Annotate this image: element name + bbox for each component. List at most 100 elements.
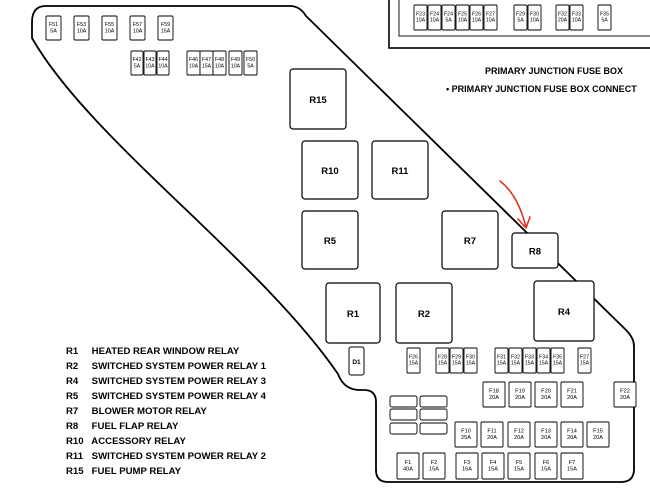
mini-fuse-b-3-amp: 10A bbox=[231, 63, 241, 69]
legend-row: R5 SWITCHED SYSTEM POWER RELAY 4 bbox=[66, 389, 266, 404]
fuse-row2-4-id: F22 bbox=[620, 389, 630, 395]
fuse-row1-8 bbox=[550, 347, 565, 374]
top-fuse-4-amp: 15A bbox=[161, 28, 171, 34]
fuse-row2-2-amp: 20A bbox=[541, 395, 551, 401]
fuse-row4-6 bbox=[560, 452, 584, 480]
primary-fuse-0 bbox=[413, 4, 428, 31]
fuse-row3-0-amp: 25A bbox=[461, 435, 471, 441]
fuse-row4-6-id: F7 bbox=[569, 460, 576, 466]
fuse-row1-8-id: F35 bbox=[553, 355, 562, 361]
legend-row: R4 SWITCHED SYSTEM POWER RELAY 3 bbox=[66, 374, 266, 389]
fuse-row1-7 bbox=[536, 347, 551, 374]
fuse-row1-3 bbox=[463, 347, 478, 374]
legend-label: HEATED REAR WINDOW RELAY bbox=[89, 346, 240, 357]
primary-fuse-10 bbox=[597, 4, 612, 31]
fuse-row1-5 bbox=[508, 347, 523, 374]
mini-fuse-a-0 bbox=[130, 50, 144, 76]
relay-r2 bbox=[395, 282, 453, 344]
top-fuse-0 bbox=[45, 15, 62, 41]
relay-r2-label: R2 bbox=[418, 309, 430, 320]
primary-box-inner bbox=[398, 0, 650, 37]
fuse-row3-2-amp: 20A bbox=[514, 435, 524, 441]
fuse-row1-0-id: F26 bbox=[409, 355, 418, 361]
top-fuse-4-id: F59 bbox=[161, 22, 170, 28]
fuse-row2-3-amp: 20A bbox=[567, 395, 577, 401]
primary-fuse-0-amp: 10A bbox=[416, 18, 426, 24]
legend-row: R1 HEATED REAR WINDOW RELAY bbox=[66, 344, 266, 359]
top-fuse-2-amp: 10A bbox=[105, 28, 115, 34]
relay-r7 bbox=[441, 210, 499, 270]
mini-fuse-a-1-amp: 10A bbox=[145, 63, 155, 69]
mini-fuse-a-1-id: F43 bbox=[146, 57, 155, 63]
fuse-row2-2 bbox=[534, 381, 558, 408]
mini-fuse-a-1 bbox=[143, 50, 157, 76]
fuse-row4-4 bbox=[507, 452, 531, 480]
fuse-row2-4 bbox=[613, 381, 637, 408]
mini-fuse-b-0-amp: 10A bbox=[189, 63, 199, 69]
fuse-row1-6-id: F33 bbox=[525, 355, 534, 361]
fuse-row3-0 bbox=[454, 421, 478, 448]
mini-fuse-b-4-amp: 5A bbox=[247, 63, 254, 69]
top-fuse-1 bbox=[73, 15, 90, 41]
mini-fuse-b-3-id: F49 bbox=[231, 57, 240, 63]
fuse-row2-3-id: F21 bbox=[567, 389, 577, 395]
primary-fuse-1 bbox=[427, 4, 442, 31]
fuse-row3-1-id: F11 bbox=[487, 429, 496, 435]
blank-slot-1 bbox=[419, 395, 448, 408]
primary-fuse-6-amp: 5A bbox=[517, 18, 524, 24]
legend-code: R7 bbox=[66, 406, 79, 417]
primary-fuse-2 bbox=[441, 4, 456, 31]
fuse-row1-4-amp: 15A bbox=[497, 361, 507, 367]
fuse-row3-0-id: F10 bbox=[461, 429, 471, 435]
legend-code: R11 bbox=[66, 451, 84, 462]
primary-fuse-6-id: F29 bbox=[516, 12, 525, 18]
primary-fuse-4 bbox=[469, 4, 484, 31]
legend-code: R10 bbox=[66, 436, 84, 447]
fuse-row1-1-amp: 15A bbox=[438, 361, 448, 367]
primary-fuse-6 bbox=[513, 4, 528, 31]
mini-fuse-a-2-id: F44 bbox=[159, 57, 168, 63]
relay-r10 bbox=[301, 140, 359, 200]
relay-r11-label: R11 bbox=[392, 166, 410, 177]
fuse-row1-4 bbox=[494, 347, 509, 374]
primary-fuse-8-amp: 20A bbox=[558, 18, 568, 24]
fuse-row2-1-id: F19 bbox=[515, 389, 525, 395]
fuse-row4-0-id: F1 bbox=[405, 460, 412, 466]
legend-code: R8 bbox=[66, 421, 79, 432]
mini-fuse-a-2 bbox=[156, 50, 170, 76]
fuse-row1-9 bbox=[577, 347, 592, 374]
fuse-row3-5 bbox=[586, 421, 610, 448]
primary-fuse-3-amp: 10A bbox=[458, 18, 468, 24]
top-fuse-0-amp: 5A bbox=[50, 28, 57, 34]
primary-fuse-2-amp: 5A bbox=[445, 18, 452, 24]
blank-slot-2 bbox=[389, 408, 418, 421]
legend-row: R8 FUEL FLAP RELAY bbox=[66, 419, 266, 434]
primary-box-title: PRIMARY JUNCTION FUSE BOX bbox=[485, 66, 624, 76]
primary-fuse-10-amp: 5A bbox=[601, 18, 608, 24]
top-fuse-2 bbox=[101, 15, 118, 41]
top-fuse-2-id: F55 bbox=[105, 22, 114, 28]
primary-box-outer bbox=[388, 0, 650, 49]
fuse-row1-3-id: F30 bbox=[466, 355, 475, 361]
primary-box-note: • PRIMARY JUNCTION FUSE BOX CONNECT bbox=[446, 84, 637, 94]
mini-fuse-b-2-amp: 10A bbox=[215, 63, 225, 69]
primary-fuse-1-amp: 10A bbox=[430, 18, 440, 24]
fuse-row4-6-amp: 15A bbox=[567, 467, 577, 473]
legend-row: R7 BLOWER MOTOR RELAY bbox=[66, 404, 266, 419]
fuse-row1-2-id: F29 bbox=[452, 355, 461, 361]
fuse-row1-6 bbox=[522, 347, 537, 374]
mini-fuse-a-0-amp: 5A bbox=[134, 63, 141, 69]
fuse-row1-0-amp: 15A bbox=[409, 361, 419, 367]
fuse-row3-3 bbox=[534, 421, 558, 448]
fuse-row1-5-id: F32 bbox=[511, 355, 520, 361]
primary-fuse-7 bbox=[527, 4, 542, 31]
top-fuse-1-amp: 10A bbox=[77, 28, 87, 34]
top-fuse-0-id: F51 bbox=[49, 22, 58, 28]
fuse-row4-0-amp: 40A bbox=[403, 467, 413, 473]
fuse-row4-5-id: F6 bbox=[543, 460, 550, 466]
primary-fuse-9-id: F33 bbox=[572, 12, 581, 18]
mini-fuse-b-1-id: F47 bbox=[202, 57, 211, 63]
legend-code: R15 bbox=[66, 466, 84, 477]
primary-fuse-5 bbox=[483, 4, 498, 31]
